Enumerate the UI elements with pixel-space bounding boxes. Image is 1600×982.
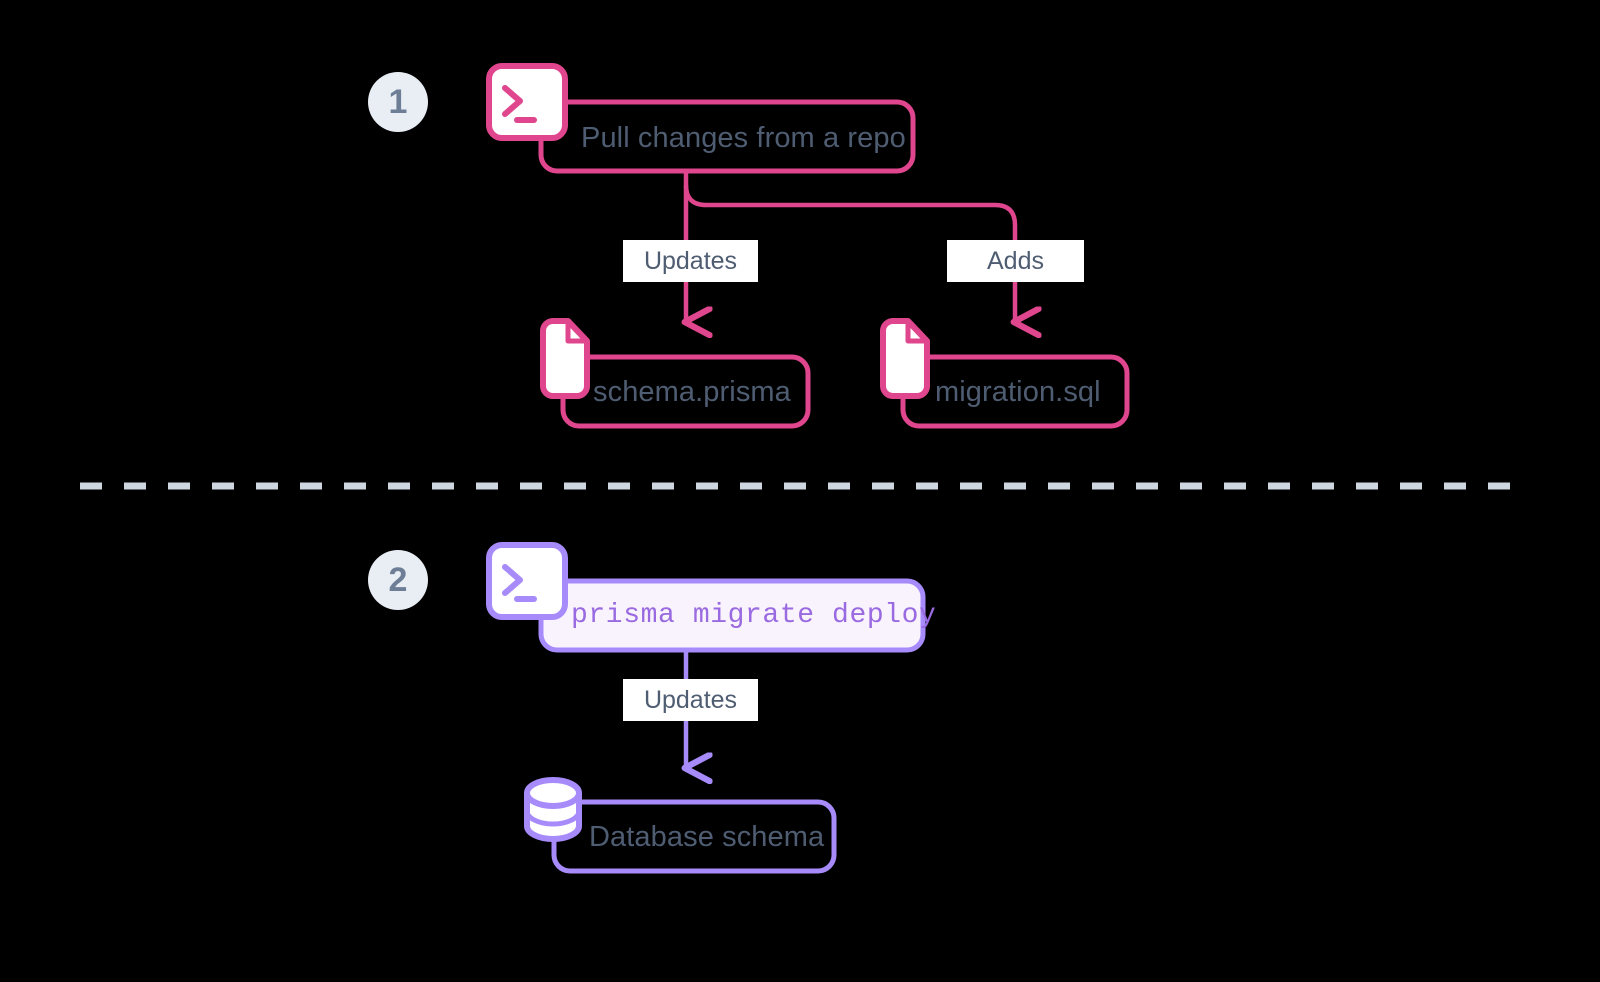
pull-changes-label: Pull changes from a repo — [581, 122, 906, 154]
edge-label-updates-step2: Updates — [623, 679, 758, 721]
step-badge-1: 1 — [368, 72, 428, 132]
file-icon-schema-prisma — [540, 318, 590, 399]
file-icon-fold-migration — [905, 321, 927, 344]
terminal-icon-step2 — [486, 542, 568, 620]
file-icon-migration-sql — [880, 318, 930, 399]
file-icon-fold-schema — [565, 321, 587, 344]
prisma-migrate-deploy-label: prisma migrate deploy — [571, 600, 937, 631]
schema-prisma-label: schema.prisma — [593, 376, 791, 408]
terminal-prompt-chevron-2 — [502, 564, 523, 596]
edge-label-updates-step1: Updates — [623, 240, 758, 282]
edge-adds-migration — [683, 184, 1015, 322]
edge-label-adds-step1: Adds — [947, 240, 1084, 282]
terminal-prompt-chevron-1 — [502, 85, 523, 117]
migration-sql-label: migration.sql — [935, 376, 1101, 408]
terminal-icon-step1 — [486, 63, 568, 141]
database-icon-database-schema — [524, 777, 582, 842]
step-badge-2: 2 — [368, 550, 428, 610]
database-schema-label: Database schema — [589, 821, 825, 853]
